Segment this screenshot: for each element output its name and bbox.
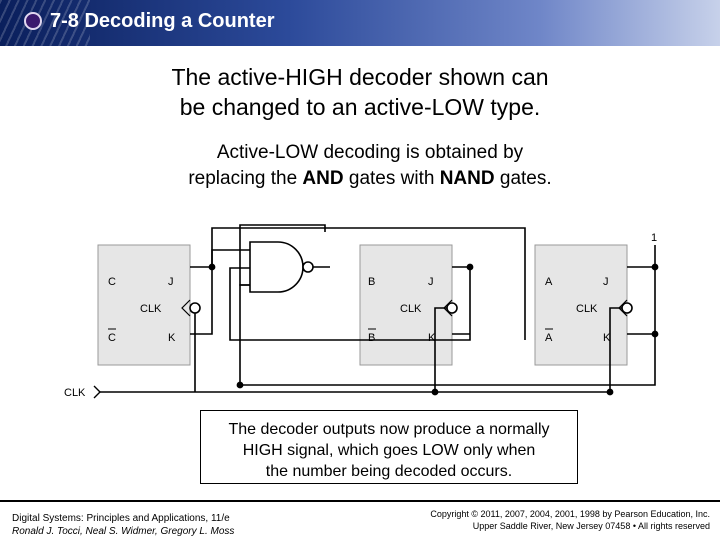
clk-bubble-a — [621, 302, 633, 314]
clk-bubble-c — [189, 302, 201, 314]
clk-bubble-b — [446, 302, 458, 314]
flip-flop-b — [359, 244, 453, 366]
subtext-part-4: gates. — [494, 168, 552, 189]
ff-b-k-label: K — [428, 332, 436, 344]
high-label: 1 — [651, 232, 657, 244]
ff-b-clk-label: CLK — [400, 303, 422, 315]
counter-diagram: C J CLK C K B J CLK B K A J CLK A K CLK … — [64, 224, 659, 399]
subtext-part-2: replacing the — [188, 168, 303, 189]
ff-c-q-label: C — [108, 276, 116, 288]
subtext-line-1: Active-LOW decoding is obtained by — [216, 142, 524, 163]
flip-flop-c — [97, 244, 191, 366]
ff-a-q-label: A — [545, 276, 553, 288]
ff-a-qbar-label: A — [545, 332, 553, 344]
heading: The active-HIGH decoder shown can be cha… — [100, 62, 620, 122]
callout-line-2: HIGH signal, which goes LOW only when — [242, 442, 536, 459]
subtext: Active-LOW decoding is obtained by repla… — [130, 140, 610, 192]
footer-authors: Ronald J. Tocci, Neal S. Widmer, Gregory… — [12, 526, 235, 537]
title-bullet-icon — [24, 12, 42, 30]
footer-book: Digital Systems: Principles and Applicat… — [12, 513, 230, 524]
ff-c-j-label: J — [168, 276, 174, 288]
nand-gate — [249, 241, 304, 293]
ff-a-j-label: J — [603, 276, 609, 288]
subtext-nand: NAND — [439, 168, 495, 189]
subtext-line-2: replacing the AND gates with NAND gates. — [130, 166, 610, 192]
heading-line-2: be changed to an active-LOW type. — [179, 94, 541, 120]
ff-a-clk-label: CLK — [576, 303, 598, 315]
footer-address: Upper Saddle River, New Jersey 07458 • A… — [472, 521, 710, 531]
subtext-part-3: gates with — [343, 168, 440, 189]
footer-copyright: Copyright © 2011, 2007, 2004, 2001, 1998… — [430, 509, 710, 519]
ff-a-k-label: K — [603, 332, 611, 344]
ff-c-k-label: K — [168, 332, 176, 344]
ff-c-qbar-label: C — [108, 332, 116, 344]
footer-right: Copyright © 2011, 2007, 2004, 2001, 1998… — [430, 508, 710, 532]
callout-line-1: The decoder outputs now produce a normal… — [228, 421, 550, 438]
title-bar: 7-8 Decoding a Counter — [0, 0, 720, 46]
clk-input-label: CLK — [64, 387, 86, 399]
callout-line-3: the number being decoded occurs. — [265, 463, 513, 480]
flip-flop-a — [534, 244, 628, 366]
callout-box: The decoder outputs now produce a normal… — [200, 410, 578, 484]
subtext-and: AND — [302, 168, 344, 189]
title-decoration — [0, 0, 90, 46]
ff-b-j-label: J — [428, 276, 434, 288]
ff-b-q-label: B — [368, 276, 375, 288]
footer-divider — [0, 500, 720, 502]
nand-bubble — [302, 261, 314, 273]
heading-line-1: The active-HIGH decoder shown can — [171, 64, 549, 90]
footer-left: Digital Systems: Principles and Applicat… — [12, 512, 234, 538]
slide-title: 7-8 Decoding a Counter — [50, 10, 275, 32]
ff-c-clk-label: CLK — [140, 303, 162, 315]
ff-b-qbar-label: B — [368, 332, 375, 344]
